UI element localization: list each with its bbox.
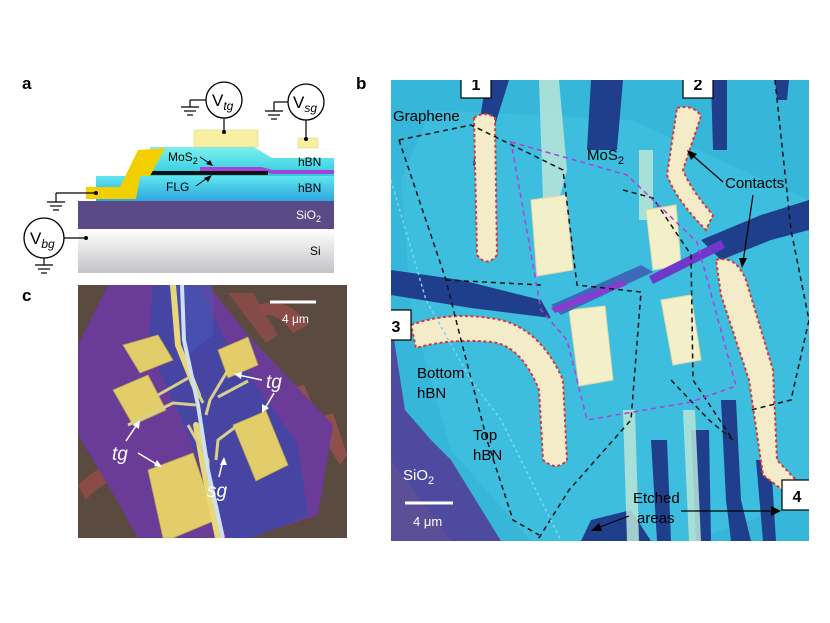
b-mos2-outline xyxy=(510,140,737,421)
panel-a-letter: a xyxy=(22,74,32,93)
panel-c-letter: c xyxy=(22,286,32,305)
b-label-top-hbn-2: hBN xyxy=(473,447,502,464)
contact-number-1: 1 xyxy=(460,80,492,99)
vtg-label: Vtg xyxy=(212,91,234,113)
svg-text:2: 2 xyxy=(694,80,703,94)
b-label-sio2: SiO2 xyxy=(403,467,434,487)
vbg-label: Vbg xyxy=(30,229,55,251)
c-label-tg-right: tg xyxy=(266,372,282,393)
svg-text:4: 4 xyxy=(793,489,802,506)
label-flg: FLG xyxy=(166,180,189,194)
label-si: Si xyxy=(310,244,321,258)
b-label-graphene: Graphene xyxy=(393,108,460,125)
svg-text:3: 3 xyxy=(392,319,401,336)
b-label-top-hbn-1: Top xyxy=(473,427,497,444)
split-gate xyxy=(297,137,319,149)
c-label-sg: sg xyxy=(207,481,228,502)
contact-number-3: 3 xyxy=(391,309,412,341)
flg-layer xyxy=(140,171,268,175)
b-sio2-region xyxy=(391,320,501,541)
ground-icon-contact xyxy=(47,201,65,211)
b-label-bottom-hbn-1: Bottom xyxy=(417,365,465,382)
panel-c-micrograph: 4 μm tg tg sg xyxy=(78,285,347,538)
svg-text:1: 1 xyxy=(472,80,481,94)
c-scale-label: 4 μm xyxy=(282,312,309,326)
panel-a-schematic: Vtg Vsg Vbg MoS2 hBN FLG hBN SiO2 Si xyxy=(23,81,334,274)
sio2-layer xyxy=(78,201,334,229)
b-gate-pads xyxy=(530,194,702,387)
panel-b-letter: b xyxy=(356,74,367,93)
side-contact xyxy=(86,148,165,199)
b-scale-label: 4 μm xyxy=(413,514,442,529)
panel-b-micrograph: 1 2 3 4 Graphene MoS2 Contacts Bottom hB… xyxy=(391,80,809,541)
b-label-mos2: MoS2 xyxy=(587,147,624,167)
contact-number-2: 2 xyxy=(682,80,714,99)
label-hbn-bottom: hBN xyxy=(298,181,321,195)
ground-icon-sg xyxy=(265,110,283,120)
b-label-etched-2: areas xyxy=(637,510,675,527)
b-mos2-channel xyxy=(551,280,627,313)
b-label-bottom-hbn-2: hBN xyxy=(417,385,446,402)
vsg-label: Vsg xyxy=(293,93,317,115)
ground-icon-tg xyxy=(181,106,199,116)
top-hbn-layer xyxy=(150,147,334,176)
label-mos2: MoS2 xyxy=(168,150,198,166)
ground-icon-bg xyxy=(35,264,53,274)
label-hbn-top: hBN xyxy=(298,155,321,169)
top-gate xyxy=(193,129,259,148)
c-label-tg-left: tg xyxy=(112,444,128,465)
b-contacts xyxy=(409,106,798,497)
b-bottom-hbn-edge xyxy=(391,179,562,541)
mos2-layer xyxy=(200,167,334,174)
contact-number-4: 4 xyxy=(781,479,809,511)
b-label-etched-1: Etched xyxy=(633,490,680,507)
si-layer xyxy=(78,229,334,273)
b-graphene-outline xyxy=(398,80,809,541)
label-sio2: SiO2 xyxy=(296,208,321,224)
b-label-contacts: Contacts xyxy=(725,175,784,192)
